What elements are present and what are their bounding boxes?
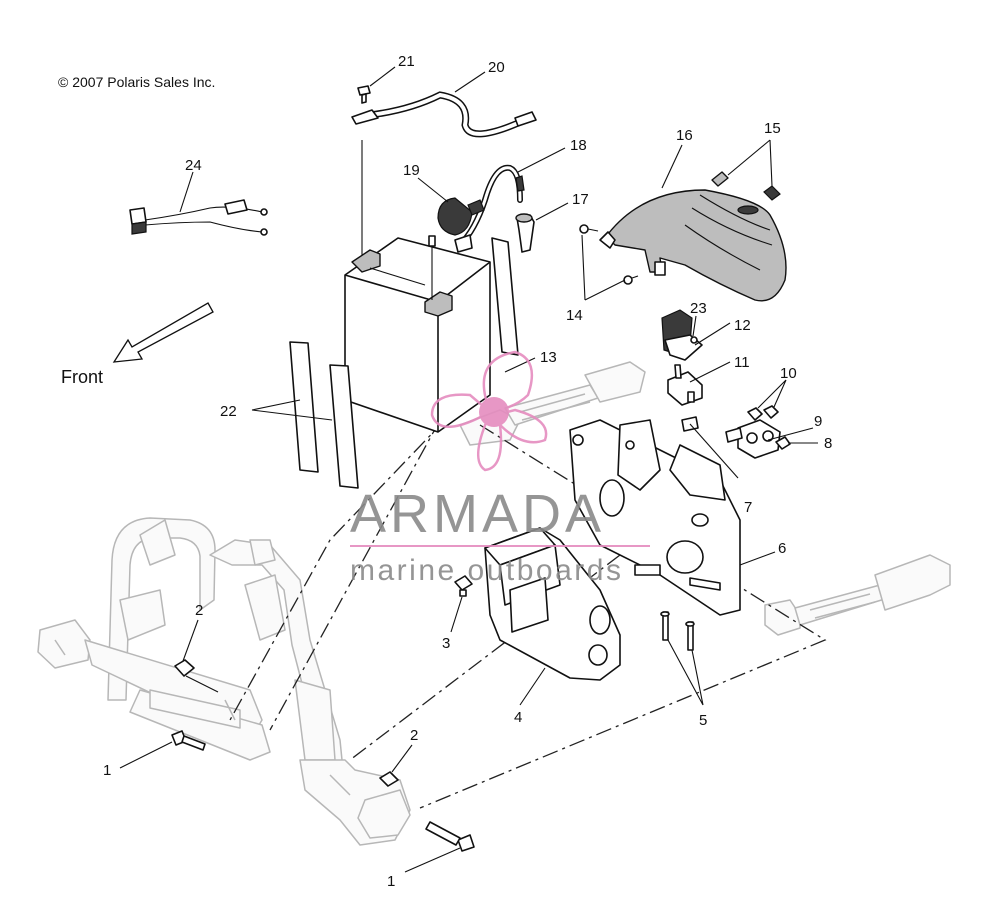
rivet-left: [660, 611, 670, 641]
callout-15: 15: [764, 120, 781, 137]
flange-nut-upper: [174, 659, 219, 693]
callout-20: 20: [488, 59, 505, 76]
callout-4: 4: [514, 709, 522, 726]
callout-numbers: 21 20 18 19 16 15 17 24 14 23 12 13 11 1…: [103, 53, 832, 890]
callout-10: 10: [780, 365, 797, 382]
assembly-line-2: [229, 419, 446, 721]
terminal-cover: [515, 213, 535, 253]
battery-pad-right: [329, 364, 359, 489]
battery-strap: [491, 237, 519, 356]
callout-14: 14: [566, 307, 583, 324]
battery-bracket: [569, 419, 741, 616]
cover-nut-right: [763, 185, 781, 201]
front-arrow-icon: [112, 302, 214, 363]
cover-nut-left: [711, 171, 729, 187]
callout-6: 6: [778, 540, 786, 557]
assembly-line-1: [269, 419, 441, 731]
callout-13: 13: [540, 349, 557, 366]
terminal-bolt: [428, 235, 436, 300]
assembly-line-3: [419, 424, 827, 809]
solenoid-nut-bottom: [775, 436, 791, 450]
callout-3: 3: [442, 635, 450, 652]
callout-1-lower: 1: [387, 873, 395, 890]
callout-24: 24: [185, 157, 202, 174]
watermark-tagline: marine outboards: [350, 554, 623, 587]
circuit-breaker: [667, 364, 703, 406]
front-label: Front: [61, 367, 103, 387]
battery-pad-left: [289, 341, 319, 473]
solenoid-nut-right: [763, 405, 779, 419]
wiring-harness: [129, 199, 268, 236]
shock-absorber-right: [764, 554, 951, 636]
callout-9: 9: [814, 413, 822, 430]
battery-cover: [599, 189, 787, 302]
watermark-brand: ARMADA: [350, 484, 605, 544]
cable-bolt: [357, 85, 371, 104]
copyright-text: © 2007 Polaris Sales Inc.: [58, 74, 215, 90]
bracket-nut: [454, 575, 473, 597]
callout-21: 21: [398, 53, 415, 70]
frame-bolt-upper: [171, 730, 206, 751]
callout-2-lower: 2: [410, 727, 418, 744]
callout-7: 7: [744, 499, 752, 516]
battery-cable-positive: [454, 164, 525, 253]
battery-cable-negative: [351, 91, 537, 138]
callout-19: 19: [403, 162, 420, 179]
callout-23: 23: [690, 300, 707, 317]
starter-solenoid: [725, 419, 781, 459]
cover-screw-lower: [623, 275, 639, 285]
callout-22: 22: [220, 403, 237, 420]
relay-cover-screw: [690, 336, 698, 344]
callout-12: 12: [734, 317, 751, 334]
assembly-line-4: [349, 554, 621, 761]
callout-2-upper: 2: [195, 602, 203, 619]
solenoid-nut-left: [747, 407, 763, 421]
callout-18: 18: [570, 137, 587, 154]
flange-nut-lower: [379, 771, 399, 787]
propeller-icon: [430, 350, 548, 472]
callout-17: 17: [572, 191, 589, 208]
watermark-logo: ARMADA marine outboards: [350, 350, 650, 587]
callout-5: 5: [699, 712, 707, 729]
battery: [344, 237, 491, 433]
callout-8: 8: [824, 435, 832, 452]
callout-16: 16: [676, 127, 693, 144]
callout-11: 11: [734, 354, 750, 371]
callout-1-upper: 1: [103, 762, 111, 779]
lower-bracket: [484, 527, 621, 681]
frame-bolt-lower: [425, 821, 475, 852]
leader-lines: [119, 66, 818, 873]
rivet-right: [685, 621, 695, 651]
cover-screw-upper: [579, 224, 599, 234]
terminal-boot-cap: [437, 197, 485, 236]
propeller-hub: [479, 397, 509, 427]
